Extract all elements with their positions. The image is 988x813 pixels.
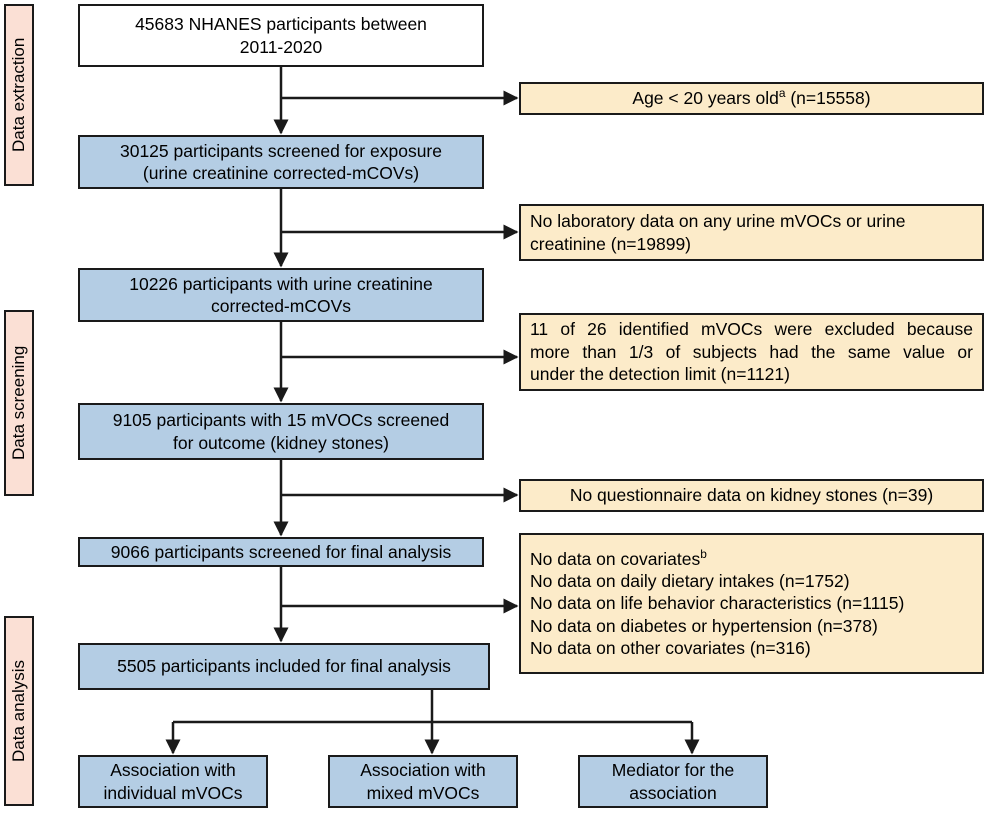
exclusion-text: No data on covariatesb No data on daily … <box>530 548 973 660</box>
flow-box-start: 45683 NHANES participants between 2011-2… <box>78 4 484 67</box>
exclusion-line-2: more than 1/3 of subjects had the same v… <box>530 341 973 362</box>
stage-label-text: Data analysis <box>9 659 28 763</box>
outcome-line-1: Mediator for the <box>611 760 735 781</box>
flow-line-2: 2011-2020 <box>239 36 323 57</box>
flow-box-text: 10226 participants with urine creatinine… <box>86 273 476 318</box>
stage-label-data-screening: Data screening <box>4 310 34 496</box>
flow-box-urine-creatinine-corrected: 10226 participants with urine creatinine… <box>78 268 484 322</box>
flow-box-screened-for-outcome: 9105 participants with 15 mVOCs screened… <box>78 403 484 460</box>
outcome-box-mediator: Mediator for the association <box>578 755 768 808</box>
flow-line-1: 9066 participants screened for final ana… <box>110 541 452 562</box>
outcome-line-2: individual mVOCs <box>103 782 243 803</box>
flow-line-2: for outcome (kidney stones) <box>173 432 389 453</box>
flow-line-1: 9105 participants with 15 mVOCs screened <box>112 410 450 431</box>
outcome-line-2: mixed mVOCs <box>366 782 480 803</box>
flow-line-1: 30125 participants screened for exposure <box>119 140 442 161</box>
exclusion-line-1: No questionnaire data on kidney stones (… <box>569 485 934 506</box>
exclusion-line-1: 11 of 26 identified mVOCs were excluded … <box>530 319 973 340</box>
exclusion-box-no-questionnaire: No questionnaire data on kidney stones (… <box>519 479 984 512</box>
exclusion-line-2: creatinine (n=19899) <box>530 233 692 254</box>
stage-label-text: Data extraction <box>9 37 28 153</box>
flow-box-start-text: 45683 NHANES participants between 2011-2… <box>86 13 476 58</box>
flow-box-screened-final-analysis: 9066 participants screened for final ana… <box>78 537 484 567</box>
exclusion-box-mvocs-excluded: 11 of 26 identified mVOCs were excluded … <box>519 313 984 391</box>
flow-line-2: (urine creatinine corrected-mCOVs) <box>142 163 420 183</box>
outcome-text: Association with mixed mVOCs <box>336 759 510 804</box>
exclusion-box-covariates: No data on covariatesb No data on daily … <box>519 533 984 674</box>
exclusion-line-4: No data on diabetes or hypertension (n=3… <box>530 615 878 636</box>
exclusion-line-1-text: No data on covariates <box>530 548 701 569</box>
flow-box-included-final-analysis: 5505 participants included for final ana… <box>78 643 490 690</box>
footnote-marker-b: b <box>700 546 707 561</box>
exclusion-line-2: (n=15558) <box>785 88 871 109</box>
exclusion-box-no-lab-data: No laboratory data on any urine mVOCs or… <box>519 204 984 261</box>
stage-label-data-analysis: Data analysis <box>4 616 34 806</box>
exclusion-text: Age < 20 years olda (n=15558) <box>632 87 870 109</box>
flow-line-1: 5505 participants included for final ana… <box>117 656 451 677</box>
stage-label-data-extraction: Data extraction <box>4 4 34 186</box>
exclusion-line-5: No data on other covariates (n=316) <box>530 638 811 659</box>
outcome-text: Association with individual mVOCs <box>86 759 260 804</box>
exclusion-line-3: No data on life behavior characteristics… <box>530 593 905 614</box>
outcome-line-1: Association with <box>360 760 486 781</box>
flow-box-text: 9105 participants with 15 mVOCs screened… <box>86 409 476 454</box>
outcome-line-1: Association with <box>110 760 236 781</box>
exclusion-line-1: Age < 20 years old <box>632 88 779 109</box>
outcome-line-2: association <box>629 782 717 803</box>
exclusion-line-1: No laboratory data on any urine mVOCs or… <box>530 211 906 232</box>
outcome-text: Mediator for the association <box>586 759 760 804</box>
exclusion-line-2: No data on daily dietary intakes (n=1752… <box>530 570 850 591</box>
stage-label-text: Data screening <box>9 345 28 461</box>
flow-line-1: 45683 NHANES participants between <box>135 14 427 35</box>
exclusion-box-age: Age < 20 years olda (n=15558) <box>519 82 984 115</box>
exclusion-line-3: under the detection limit (n=1121) <box>530 364 790 385</box>
footnote-marker-a: a <box>778 86 786 101</box>
flow-line-2: corrected-mCOVs <box>210 296 352 316</box>
flow-line-1: 10226 participants with urine creatinine <box>129 273 433 294</box>
flow-box-text: 30125 participants screened for exposure… <box>86 140 476 185</box>
flow-box-screened-for-exposure: 30125 participants screened for exposure… <box>78 135 484 189</box>
exclusion-text: No laboratory data on any urine mVOCs or… <box>530 210 973 255</box>
exclusion-line-1: No data on covariatesb <box>530 548 973 570</box>
outcome-box-mixed-mvocs: Association with mixed mVOCs <box>328 755 518 808</box>
exclusion-text: 11 of 26 identified mVOCs were excluded … <box>530 318 973 385</box>
outcome-box-individual-mvocs: Association with individual mVOCs <box>78 755 268 808</box>
